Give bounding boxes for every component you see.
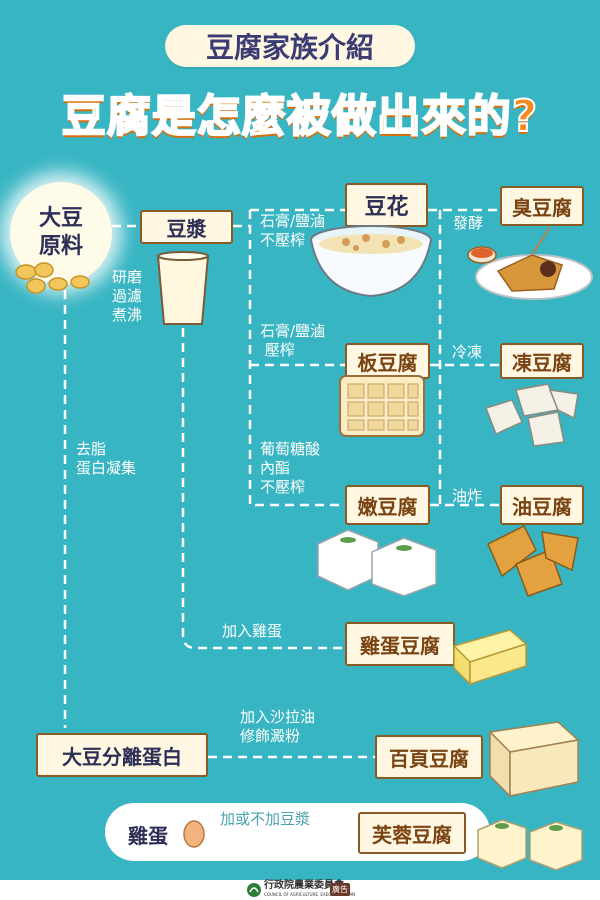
node-soymilk: 豆漿 xyxy=(140,210,233,244)
node-fried-tofu: 油豆腐 xyxy=(500,485,584,525)
soybeans-illustration xyxy=(15,262,90,294)
footer-org: 行政院農業委員會 xyxy=(264,880,344,891)
label-douhua-method: 石膏/鹽滷 不壓榨 xyxy=(260,212,326,249)
ad-badge: 廣告 xyxy=(330,883,350,896)
node-egg-tofu: 雞蛋豆腐 xyxy=(345,622,455,666)
fried-tofu-illustration xyxy=(487,524,579,597)
footer-org-en: COUNCIL OF AGRICULTURE, EXECUTIVE YUAN xyxy=(264,892,356,897)
stinky-tofu-plate-illustration xyxy=(467,226,593,300)
furong-tofu-illustration xyxy=(477,819,583,871)
node-frozen-tofu: 凍豆腐 xyxy=(500,343,584,379)
subtitle-banner: 豆腐家族介紹 xyxy=(165,25,415,67)
node-soy-protein-isolate: 大豆分離蛋白 xyxy=(36,733,208,777)
coa-logo-icon xyxy=(247,883,261,897)
node-baiye-tofu: 百頁豆腐 xyxy=(375,735,483,779)
node-furong-tofu: 芙蓉豆腐 xyxy=(358,812,466,854)
label-freeze: 冷凍 xyxy=(452,343,483,361)
label-add-oil: 加入沙拉油 修飾澱粉 xyxy=(240,708,316,745)
egg-tofu-illustration xyxy=(452,629,528,686)
node-stinky-tofu: 臭豆腐 xyxy=(500,186,584,226)
label-firm-method: 石膏/鹽滷 壓榨 xyxy=(260,322,326,359)
soft-tofu-illustration xyxy=(317,529,437,597)
label-grind: 研磨 過濾 煮沸 xyxy=(112,268,143,324)
baiye-tofu-illustration xyxy=(488,721,580,798)
soymilk-cup-illustration xyxy=(156,251,210,325)
egg-icon xyxy=(183,820,205,848)
label-defat: 去脂 蛋白凝集 xyxy=(76,440,137,477)
node-soft-tofu: 嫩豆腐 xyxy=(345,485,430,525)
footer-bar xyxy=(0,880,600,900)
label-ferment: 發酵 xyxy=(453,214,484,232)
label-add-egg: 加入雞蛋 xyxy=(222,622,283,640)
label-add-soymilk: 加或不加豆漿 xyxy=(220,810,311,828)
page-title: 豆腐是怎麼被做出來的? xyxy=(61,90,539,143)
label-soft-method: 葡萄糖酸 內酯 不壓榨 xyxy=(260,440,321,496)
label-fry: 油炸 xyxy=(452,487,483,505)
frozen-tofu-illustration xyxy=(485,383,579,447)
node-douhua: 豆花 xyxy=(345,183,428,227)
node-egg: 雞蛋 xyxy=(128,824,168,848)
douhua-bowl-illustration xyxy=(310,225,432,298)
firm-tofu-illustration xyxy=(339,375,425,437)
